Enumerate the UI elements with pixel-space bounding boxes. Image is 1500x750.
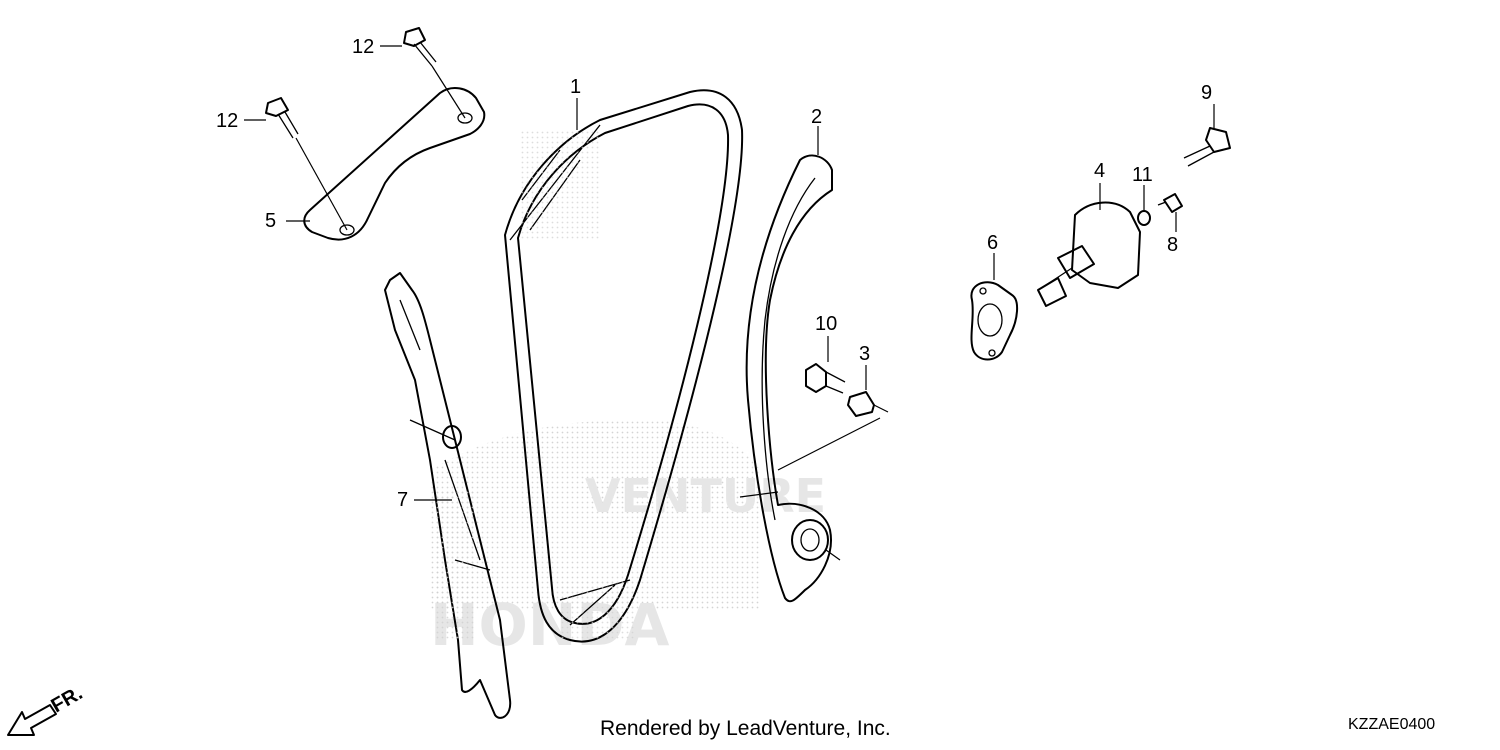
tensioner-arm-part-2 bbox=[739, 154, 881, 603]
guide-part-7 bbox=[384, 272, 512, 719]
callout-3: 3 bbox=[859, 343, 870, 365]
callout-2: 2 bbox=[811, 106, 822, 128]
watermark-venture: VENTURE bbox=[585, 469, 826, 523]
leader-lines bbox=[244, 45, 819, 501]
gasket-part-6 bbox=[970, 253, 1018, 361]
callout-8: 8 bbox=[1167, 234, 1178, 256]
callout-10: 10 bbox=[815, 313, 837, 335]
callout-9: 9 bbox=[1201, 82, 1212, 104]
callout-1: 1 bbox=[570, 76, 581, 98]
collar-part-3 bbox=[847, 365, 889, 417]
bolt-part-12-lower bbox=[265, 97, 348, 231]
arrow-icon bbox=[7, 704, 57, 736]
callout-12-upper: 12 bbox=[352, 36, 374, 58]
bolt-part-12-upper bbox=[403, 27, 466, 119]
washer-part-11 bbox=[1137, 185, 1151, 226]
bolt-part-9 bbox=[1183, 104, 1231, 167]
diagram-code: KZZAE0400 bbox=[1348, 716, 1436, 733]
callout-7: 7 bbox=[397, 489, 408, 511]
cam-chain-part-1 bbox=[504, 89, 744, 643]
footer-credit: Rendered by LeadVenture, Inc. bbox=[600, 717, 891, 740]
bolt-part-10 bbox=[805, 336, 846, 394]
callout-labels: 1 2 3 4 5 6 7 8 9 10 11 12 12 bbox=[216, 36, 1212, 511]
plate-part-5 bbox=[303, 86, 486, 241]
callout-5: 5 bbox=[265, 210, 276, 232]
callout-11: 11 bbox=[1132, 164, 1153, 186]
bolt-part-8 bbox=[1157, 193, 1183, 232]
tensioner-lifter-part-4 bbox=[1037, 183, 1141, 307]
callout-6: 6 bbox=[987, 232, 998, 254]
callout-4: 4 bbox=[1094, 160, 1105, 182]
callout-12-lower: 12 bbox=[216, 110, 238, 132]
front-direction-arrow: FR. bbox=[7, 682, 86, 736]
